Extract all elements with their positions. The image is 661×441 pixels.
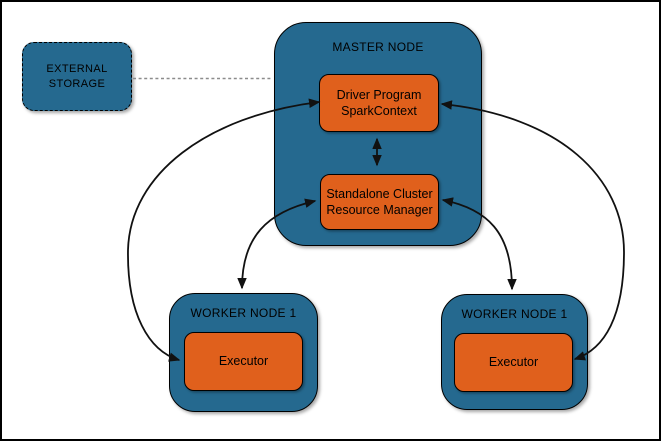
- external-storage-label-line2: STORAGE: [48, 77, 106, 90]
- worker-right-label: WORKER NODE 1: [461, 307, 568, 321]
- node-worker-left: WORKER NODE 1 Executor: [169, 293, 318, 412]
- executor-left-label: Executor: [218, 354, 269, 369]
- node-executor-right: Executor: [454, 333, 573, 392]
- master-node-label: MASTER NODE: [332, 40, 424, 54]
- node-driver-program: Driver Program SparkContext: [319, 74, 439, 132]
- worker-left-label: WORKER NODE 1: [190, 306, 297, 320]
- node-master: MASTER NODE Driver Program SparkContext …: [274, 22, 482, 246]
- node-external-storage: EXTERNAL STORAGE: [22, 42, 132, 111]
- resource-manager-label-line2: Resource Manager: [326, 203, 433, 217]
- node-executor-left: Executor: [184, 332, 303, 391]
- external-storage-label-line1: EXTERNAL: [46, 62, 108, 75]
- node-resource-manager: Standalone Cluster Resource Manager: [320, 174, 439, 230]
- executor-right-label: Executor: [488, 355, 539, 370]
- driver-label-line2: SparkContext: [341, 104, 417, 118]
- driver-label-line1: Driver Program: [336, 87, 422, 102]
- node-worker-right: WORKER NODE 1 Executor: [441, 294, 588, 410]
- resource-manager-label-line1: Standalone Cluster: [326, 186, 433, 201]
